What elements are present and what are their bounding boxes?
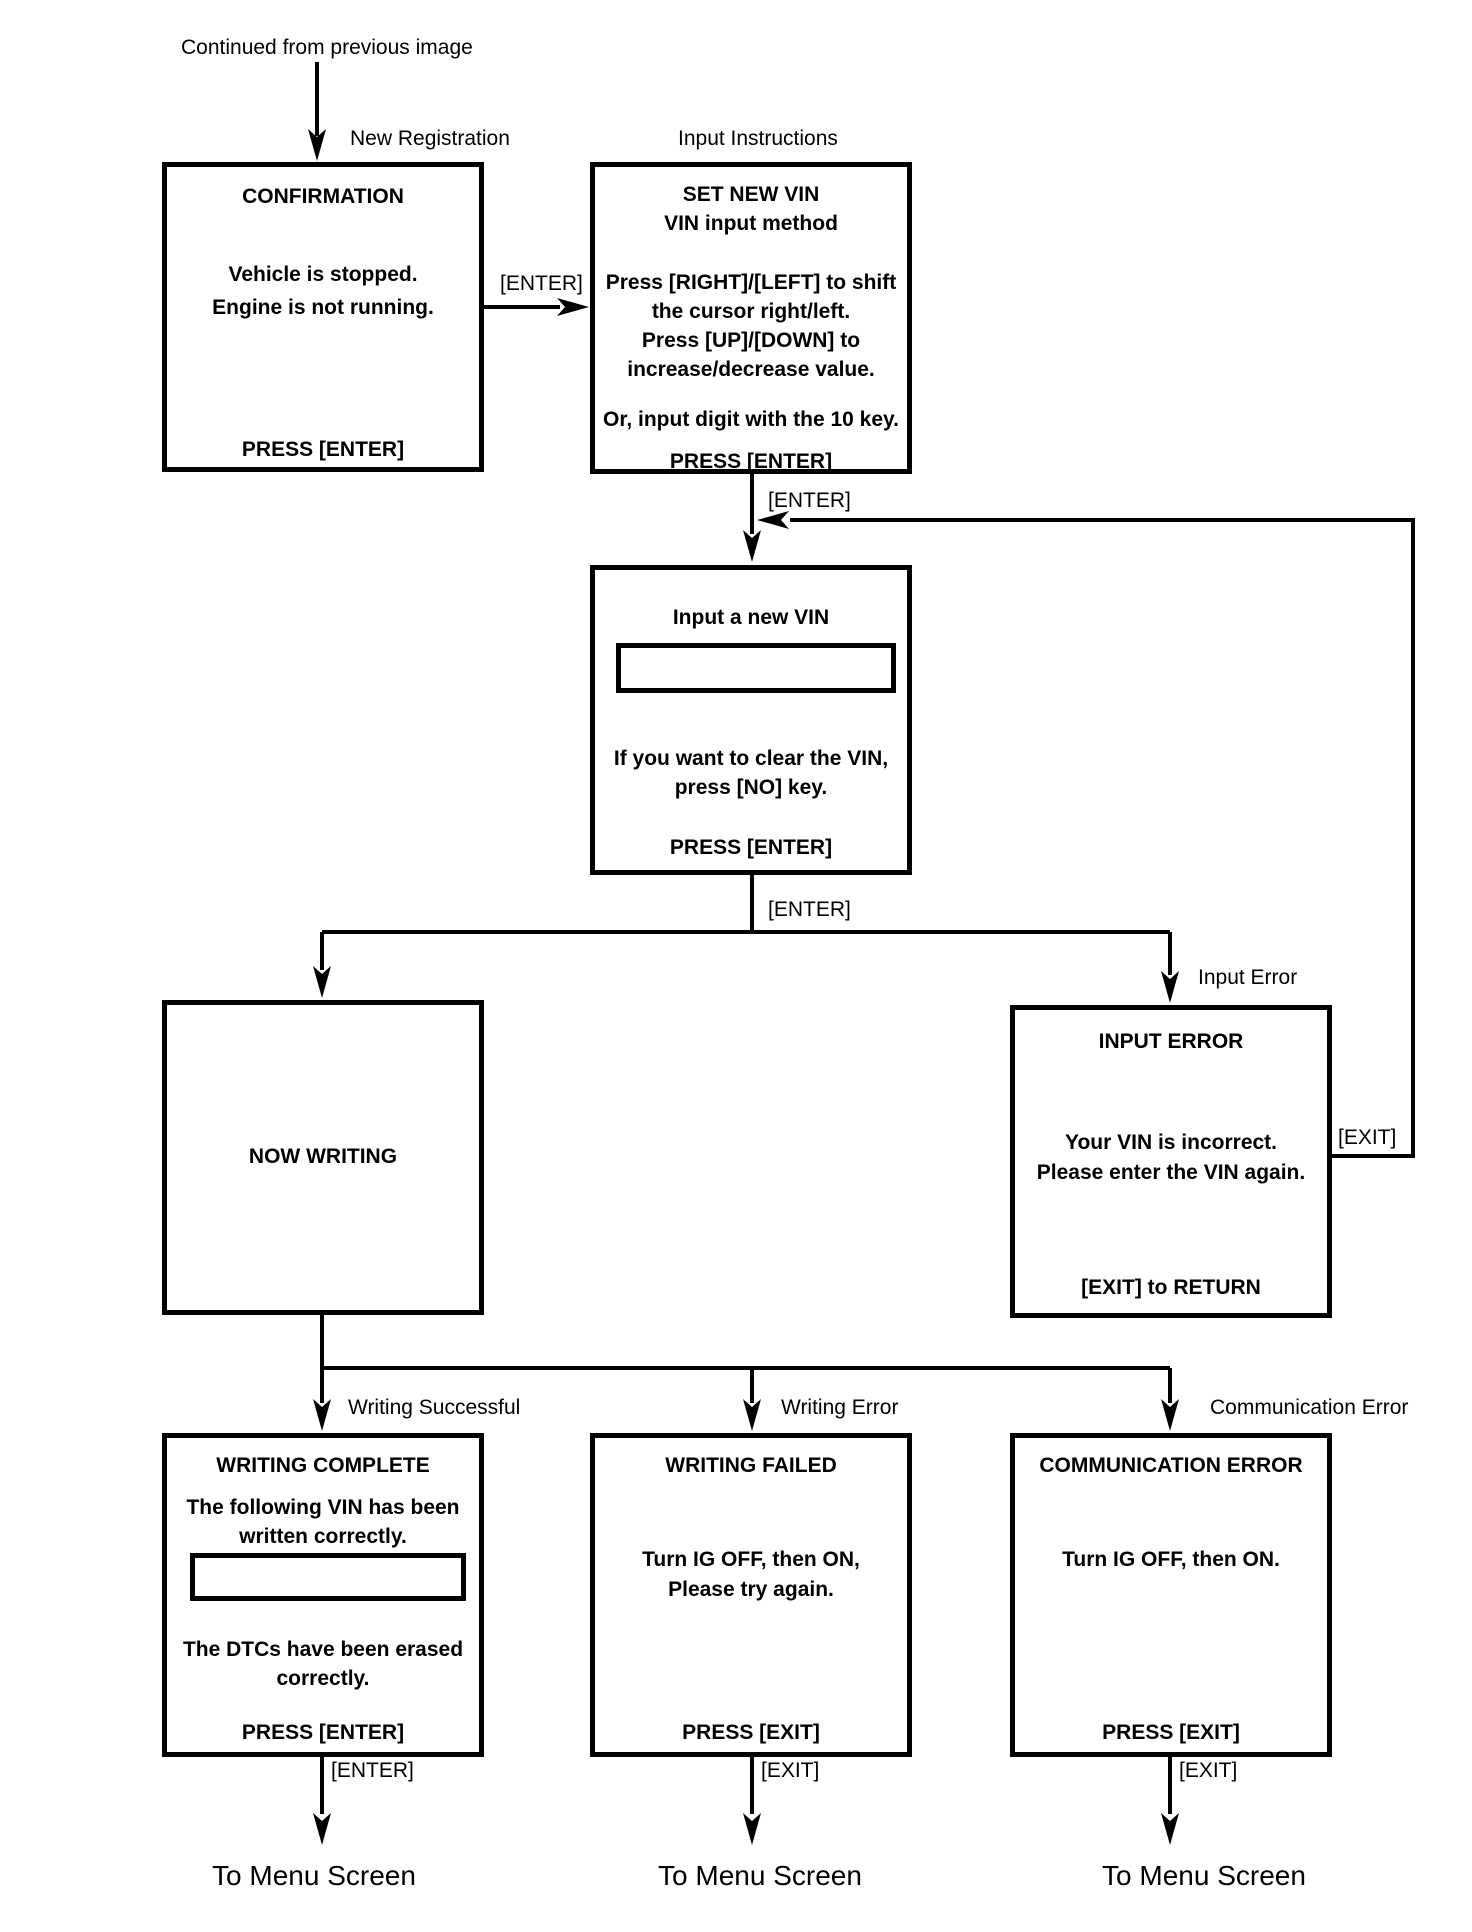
arrowhead-down-input-error (1161, 971, 1179, 1003)
writing-failed-footer: PRESS [EXIT] (682, 1721, 820, 1744)
set-new-vin-line1: Press [RIGHT]/[LEFT] to shift (605, 271, 897, 294)
input-new-vin-title: Input a new VIN (672, 606, 830, 629)
input-error-box: INPUT ERROR Your VIN is incorrect. Pleas… (1010, 1005, 1332, 1318)
enter-label-2: [ENTER] (768, 489, 851, 512)
set-new-vin-line2: the cursor right/left. (651, 300, 851, 323)
writing-complete-line1: The following VIN has been (186, 1496, 460, 1519)
to-menu-screen-left: To Menu Screen (212, 1860, 416, 1891)
input-error-footer: [EXIT] to RETURN (1081, 1276, 1261, 1299)
to-menu-screen-right: To Menu Screen (1102, 1860, 1306, 1891)
now-writing-title: NOW WRITING (248, 1145, 398, 1168)
written-vin-field (190, 1553, 466, 1601)
writing-failed-box: WRITING FAILED Turn IG OFF, then ON, Ple… (590, 1433, 912, 1757)
input-error-title: INPUT ERROR (1098, 1030, 1244, 1053)
vin-input-field (616, 643, 896, 693)
writing-complete-title: WRITING COMPLETE (216, 1454, 430, 1477)
set-new-vin-box: SET NEW VIN VIN input method Press [RIGH… (590, 162, 912, 474)
set-new-vin-title1: SET NEW VIN (682, 183, 820, 206)
writing-successful-label: Writing Successful (348, 1396, 521, 1419)
arrowhead-left-return (757, 511, 789, 529)
confirmation-title: CONFIRMATION (242, 185, 404, 208)
confirmation-footer: PRESS [ENTER] (241, 438, 405, 461)
communication-error-line1: Turn IG OFF, then ON. (1062, 1548, 1280, 1571)
writing-complete-box: WRITING COMPLETE The following VIN has b… (162, 1433, 484, 1757)
set-new-vin-line3: Press [UP]/[DOWN] to (641, 329, 861, 352)
input-error-line1: Your VIN is incorrect. (1065, 1131, 1277, 1154)
input-new-vin-footer: PRESS [ENTER] (669, 836, 833, 859)
input-error-line2: Please enter the VIN again. (1036, 1161, 1306, 1184)
writing-failed-line2: Please try again. (668, 1578, 834, 1601)
set-new-vin-line4: increase/decrease value. (627, 358, 875, 381)
exit-label-bottom-right: [EXIT] (1179, 1759, 1238, 1782)
writing-complete-footer: PRESS [ENTER] (241, 1721, 405, 1744)
writing-complete-line4: correctly. (276, 1667, 370, 1690)
communication-error-footer: PRESS [EXIT] (1102, 1721, 1240, 1744)
exit-label-bottom-mid: [EXIT] (761, 1759, 820, 1782)
writing-failed-title: WRITING FAILED (665, 1454, 837, 1477)
arrowhead-down-menu-left (313, 1813, 331, 1845)
enter-label-bottom: [ENTER] (331, 1759, 414, 1782)
arrowhead-right-instructions (557, 298, 589, 316)
arrowhead-down-comm-error (1161, 1399, 1179, 1431)
connector-input-error-return (790, 518, 1415, 1158)
enter-label-1: [ENTER] (500, 272, 583, 295)
enter-label-3: [ENTER] (768, 898, 851, 921)
input-error-label: Input Error (1198, 966, 1298, 989)
arrowhead-down-vin-input (743, 530, 761, 562)
arrowhead-down-menu-mid (743, 1813, 761, 1845)
set-new-vin-title2: VIN input method (664, 212, 838, 235)
communication-error-title: COMMUNICATION ERROR (1039, 1454, 1303, 1477)
arrowhead-down-now-writing (313, 966, 331, 998)
arrowhead-down-writing-complete (313, 1399, 331, 1431)
new-registration-label: New Registration (350, 127, 510, 150)
communication-error-box: COMMUNICATION ERROR Turn IG OFF, then ON… (1010, 1433, 1332, 1757)
arrowhead-down-confirmation (308, 129, 326, 161)
now-writing-box: NOW WRITING (162, 1000, 484, 1315)
input-new-vin-line2: press [NO] key. (674, 776, 828, 799)
continued-from-label: Continued from previous image (181, 36, 473, 59)
arrowhead-down-menu-right (1161, 1813, 1179, 1845)
input-instructions-label: Input Instructions (678, 127, 838, 150)
writing-complete-line2: written correctly. (239, 1525, 407, 1548)
set-new-vin-line5: Or, input digit with the 10 key. (603, 408, 899, 431)
writing-complete-line3: The DTCs have been erased (182, 1638, 464, 1661)
to-menu-screen-mid: To Menu Screen (658, 1860, 862, 1891)
confirmation-box: CONFIRMATION Vehicle is stopped. Engine … (162, 162, 484, 472)
set-new-vin-footer: PRESS [ENTER] (669, 450, 833, 473)
input-new-vin-line1: If you want to clear the VIN, (613, 747, 889, 770)
communication-error-label: Communication Error (1210, 1396, 1409, 1419)
confirmation-line1: Vehicle is stopped. (228, 263, 418, 286)
confirmation-line2: Engine is not running. (212, 296, 434, 319)
writing-error-label: Writing Error (781, 1396, 899, 1419)
exit-return-label: [EXIT] (1338, 1126, 1397, 1149)
input-new-vin-box: Input a new VIN If you want to clear the… (590, 565, 912, 875)
arrowhead-down-writing-failed (743, 1399, 761, 1431)
writing-failed-line1: Turn IG OFF, then ON, (642, 1548, 860, 1571)
